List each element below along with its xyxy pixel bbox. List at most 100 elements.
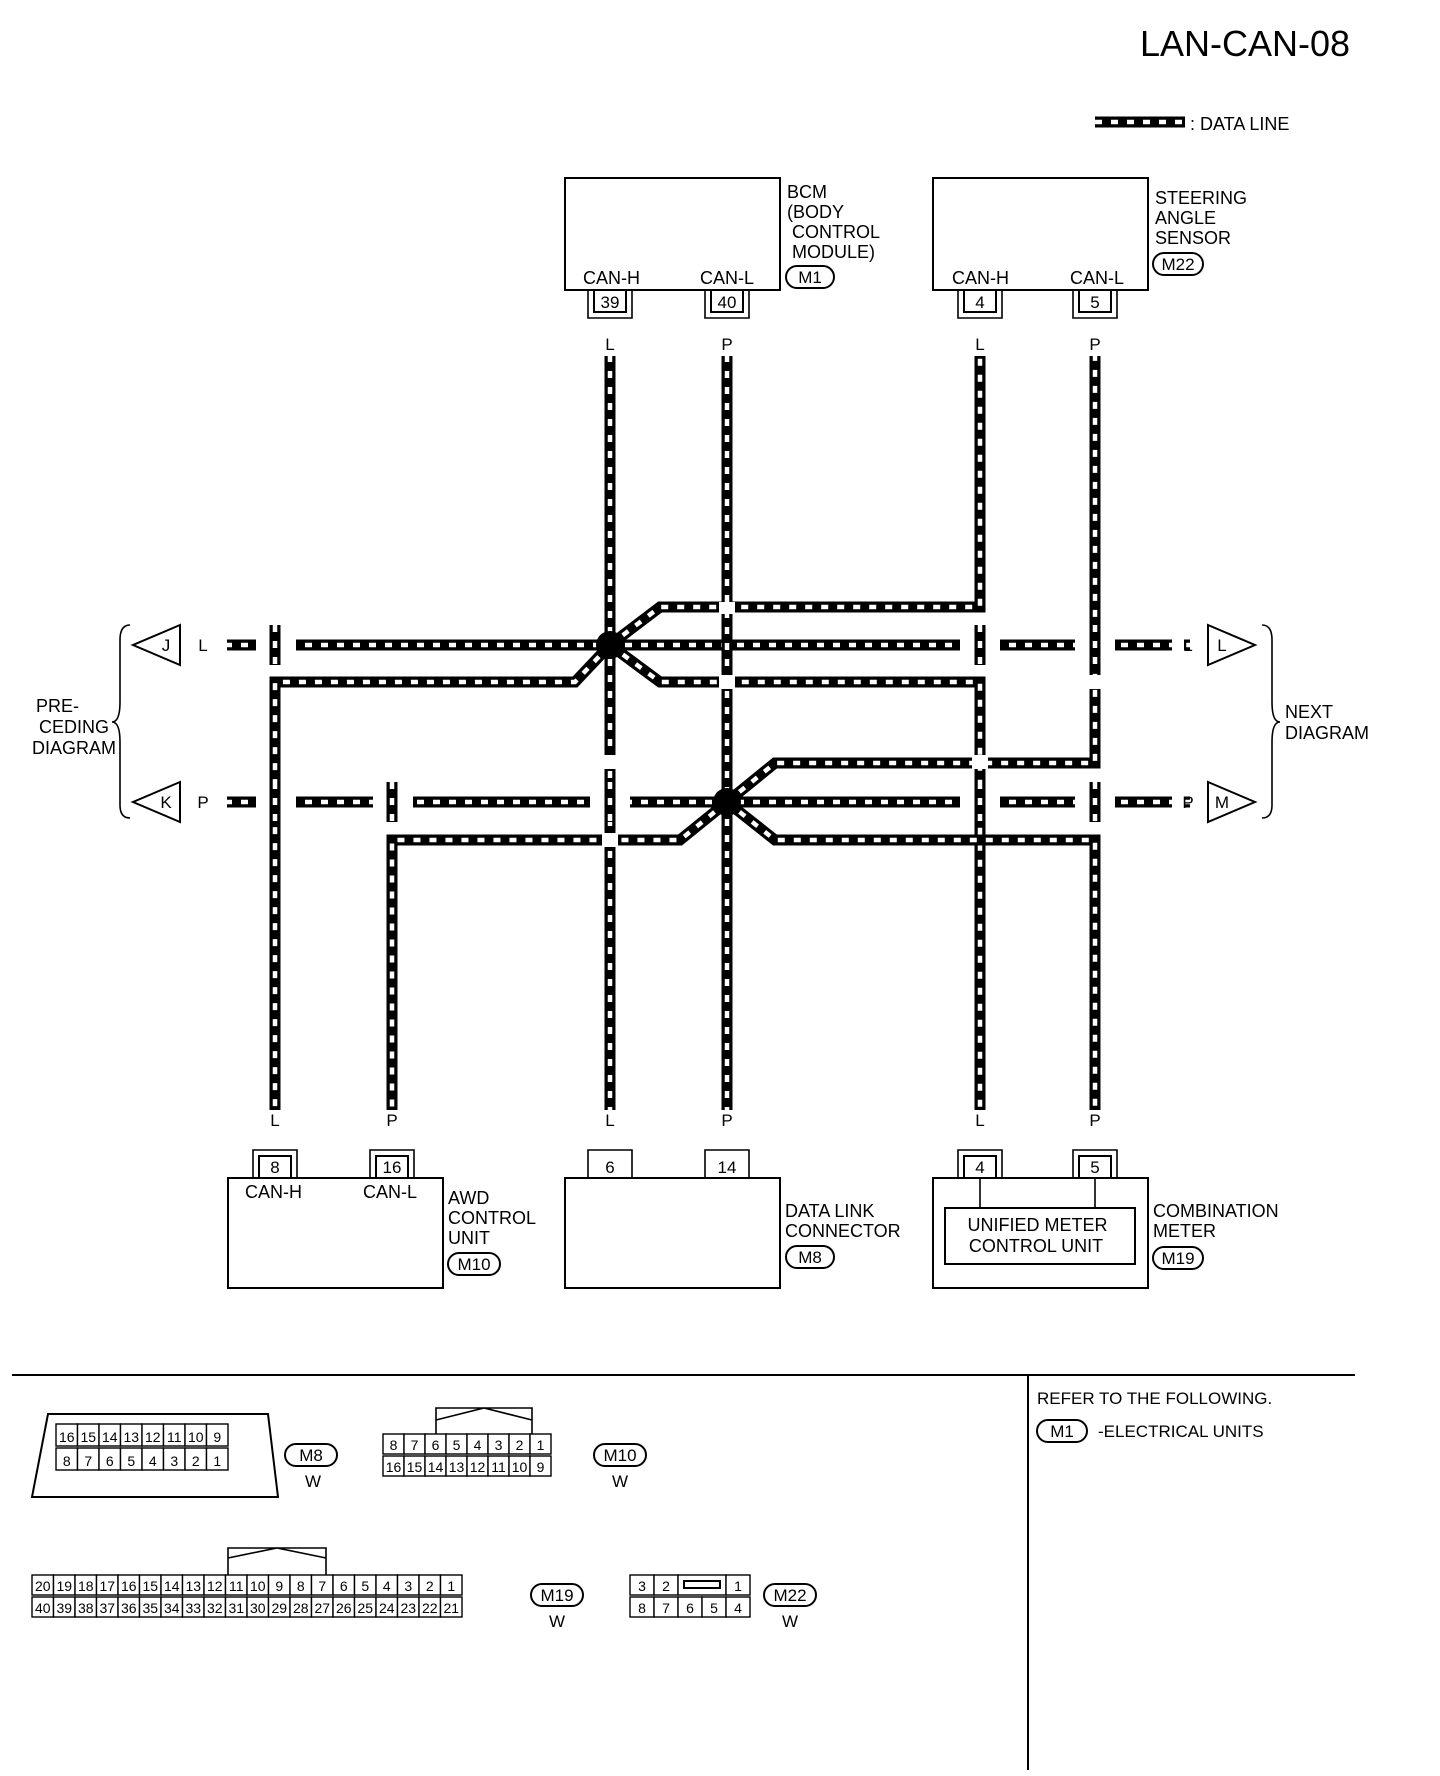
m19-pin-30: 30	[250, 1600, 266, 1616]
m8-pin-5: 5	[127, 1453, 135, 1469]
bcm-pin-h: 39	[601, 293, 620, 312]
ref-m: M	[1215, 793, 1229, 812]
m19-pin-40: 40	[35, 1600, 51, 1616]
m19-pin-36: 36	[121, 1600, 137, 1616]
awd-name: AWD CONTROL UNIT	[448, 1188, 540, 1248]
bcm-pin-l: 40	[718, 293, 737, 312]
m10-pin-1-cell	[529, 1433, 552, 1455]
bcm-canh-label: CAN-H	[583, 268, 640, 288]
m22-id: M22	[773, 1586, 806, 1605]
m19-pin-8: 8	[297, 1578, 305, 1594]
right-brace	[1261, 624, 1281, 819]
m19-pin-35: 35	[142, 1600, 158, 1616]
dlc-pin-h: 6	[605, 1158, 614, 1177]
awd-control-unit: 8 16 CAN-H CAN-L AWD CONTROL UNIT M10	[227, 1149, 540, 1289]
wire-color-l: L	[1183, 636, 1192, 655]
steering-angle-sensor-unit: CAN-H CAN-L 4 5 STEERING ANGLE SENSOR M2…	[932, 177, 1247, 319]
refer-line-1: REFER TO THE FOLLOWING.	[1037, 1389, 1272, 1408]
m19-pin-34: 34	[164, 1600, 180, 1616]
m19-pin-1: 1	[447, 1578, 455, 1594]
bcm-unit: CAN-H CAN-L 39 40 BCM (BODY CONTROL MODU…	[564, 177, 884, 319]
ref-j: J	[162, 636, 171, 655]
can-h-wires	[225, 355, 1190, 1110]
m19-pin-6: 6	[340, 1578, 348, 1594]
awd-connector-id: M10	[457, 1255, 490, 1274]
crossing-redraw	[269, 625, 1101, 822]
bcm-canl-label: CAN-L	[700, 268, 754, 288]
dlc-pin-l: 14	[718, 1158, 737, 1177]
m8-color: W	[305, 1472, 321, 1491]
m22-pin-3: 3	[638, 1578, 646, 1594]
m8-pin-11: 11	[167, 1429, 182, 1445]
arrow-j-icon	[130, 623, 181, 667]
meter-inner-unit: UNIFIED METER CONTROL UNIT	[967, 1215, 1112, 1256]
meter-name: COMBINATION METER	[1153, 1201, 1284, 1241]
crossing-gaps	[256, 602, 1115, 847]
m8-pin-8: 8	[63, 1453, 71, 1469]
m10-color: W	[612, 1472, 628, 1491]
m22-color: W	[782, 1612, 798, 1631]
wire-color-meter-l: P	[1089, 1111, 1100, 1130]
page-title: LAN-CAN-08	[1140, 23, 1350, 64]
m10-pin-4: 4	[474, 1437, 482, 1453]
dlc-connector-id: M8	[798, 1248, 822, 1267]
wire-color-bcm-h: L	[605, 335, 614, 354]
m19-pin-28: 28	[293, 1600, 309, 1616]
m19-pin-26: 26	[336, 1600, 352, 1616]
m19-pin-21: 21	[443, 1600, 459, 1616]
m8-pin-7: 7	[84, 1453, 92, 1469]
m19-pin-5: 5	[361, 1578, 369, 1594]
m8-pin-14: 14	[102, 1429, 118, 1445]
m8-pin-2: 2	[192, 1453, 200, 1469]
m10-pin-3: 3	[495, 1437, 503, 1453]
wire-color-bcm-l: P	[721, 335, 732, 354]
m10-pin-11: 11	[491, 1459, 506, 1475]
awd-canl-label: CAN-L	[363, 1182, 417, 1202]
left-brace	[111, 624, 131, 819]
m22-pin-8: 8	[638, 1600, 646, 1616]
wire-color-awd-h: L	[270, 1111, 279, 1130]
wire-color-sas-h: L	[975, 335, 984, 354]
m19-pin-14: 14	[164, 1578, 180, 1594]
wire-color-sas-l: P	[1089, 335, 1100, 354]
m19-pin-7: 7	[318, 1578, 326, 1594]
bcm-connector-id: M1	[798, 268, 822, 287]
m10-pin-16: 16	[386, 1459, 402, 1475]
m10-pin-6: 6	[432, 1437, 440, 1453]
m19-pin-24: 24	[379, 1600, 395, 1616]
m19-pin-11: 11	[229, 1578, 244, 1594]
off-page-refs: J K L M PRE- CEDING DIAGRAM NEXT DIAGRAM	[32, 623, 1369, 824]
m22-pin-1: 1	[734, 1578, 742, 1594]
m10-pin-9-cell	[529, 1455, 552, 1477]
wire-color-dlc-h: L	[605, 1111, 614, 1130]
refer-connector: M1	[1050, 1422, 1074, 1441]
next-diagram-label: NEXT DIAGRAM	[1285, 702, 1369, 743]
ref-k: K	[160, 793, 172, 812]
m8-pin-12: 12	[145, 1429, 161, 1445]
m19-pin-15: 15	[142, 1578, 158, 1594]
m8-pin-16: 16	[59, 1429, 75, 1445]
m10-id: M10	[603, 1446, 636, 1465]
bcm-name: BCM (BODY CONTROL MODULE)	[787, 182, 884, 262]
combination-meter-unit: 4 5 UNIFIED METER CONTROL UNIT COMBINATI…	[932, 1149, 1284, 1289]
m22-pin-2: 2	[662, 1578, 670, 1594]
meter-pin-h: 4	[975, 1158, 984, 1177]
m19-pin-23: 23	[400, 1600, 416, 1616]
m8-pin-3: 3	[170, 1453, 178, 1469]
m10-pin-7: 7	[411, 1437, 419, 1453]
wire-color-awd-l: P	[386, 1111, 397, 1130]
can-h-splice	[596, 631, 624, 659]
ref-l: L	[1217, 636, 1226, 655]
m19-pin-3: 3	[404, 1578, 412, 1594]
wire-color-j: L	[198, 636, 207, 655]
m10-pin-12: 12	[470, 1459, 486, 1475]
awd-pin-l: 16	[383, 1158, 402, 1177]
m10-pin-9: 9	[537, 1459, 545, 1475]
sas-pin-h: 4	[975, 293, 984, 312]
